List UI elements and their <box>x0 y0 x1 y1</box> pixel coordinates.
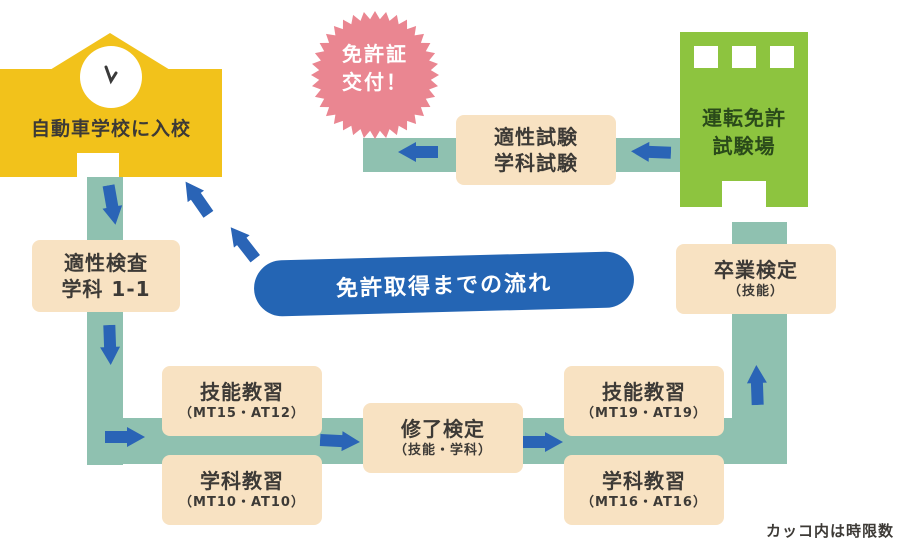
step-study-lessons-1: 学科教習 （MT10・AT10） <box>162 455 322 525</box>
step-exam-line2: 学科試験 <box>494 151 578 175</box>
step-study-lessons-2: 学科教習 （MT16・AT16） <box>564 455 724 525</box>
step-skill-lessons-1: 技能教習 （MT15・AT12） <box>162 366 322 436</box>
clock-icon <box>80 46 142 108</box>
building-window <box>694 46 718 68</box>
step-completion-test: 修了検定 （技能・学科） <box>363 403 523 473</box>
flow-path-segment <box>87 175 123 465</box>
step-skill2-sub: （MT19・AT19） <box>581 406 707 421</box>
building-door <box>722 181 766 207</box>
arrow-up-left <box>177 176 216 220</box>
center-label-line2: 試験場 <box>712 134 776 158</box>
arrow-up <box>746 365 767 406</box>
stamp-line1: 免許証 <box>342 42 408 66</box>
arrow-right <box>319 430 361 452</box>
step-skill1-title: 技能教習 <box>200 380 284 404</box>
building-window <box>770 46 794 68</box>
step-graduation-title: 卒業検定 <box>714 258 798 282</box>
step-skill2-title: 技能教習 <box>602 380 686 404</box>
step-study2-sub: （MT16・AT16） <box>581 495 707 510</box>
step-aptitude-line2: 学科 1-1 <box>61 277 151 301</box>
step-completion-sub: （技能・学科） <box>393 443 492 458</box>
footnote: カッコ内は時限数 <box>765 522 894 540</box>
step-study1-sub: （MT10・AT10） <box>179 495 305 510</box>
step-skill1-sub: （MT15・AT12） <box>179 406 305 421</box>
arrow-left <box>631 141 672 162</box>
step-aptitude-test: 適性検査 学科 1-1 <box>32 240 180 312</box>
arrow-up-left <box>223 221 263 265</box>
step-study1-title: 学科教習 <box>200 469 284 493</box>
center-label-line1: 運転免許 <box>702 106 786 130</box>
step-skill-lessons-2: 技能教習 （MT19・AT19） <box>564 366 724 436</box>
title-banner-text: 免許取得までの流れ <box>335 271 553 302</box>
step-aptitude-line1: 適性検査 <box>64 251 148 275</box>
title-banner: 免許取得までの流れ <box>253 251 635 317</box>
step-completion-title: 修了検定 <box>401 417 485 441</box>
step-graduation-sub: （技能） <box>727 284 784 299</box>
stamp-line2: 交付！ <box>342 70 408 94</box>
license-center-building: 運転免許 試験場 <box>680 32 808 207</box>
arrow-down <box>99 184 126 227</box>
stamp-badge <box>311 11 439 139</box>
step-graduation-test: 卒業検定 （技能） <box>676 244 836 314</box>
step-exam-line1: 適性試験 <box>494 125 578 149</box>
school-label: 自動車学校に入校 <box>30 118 191 140</box>
step-exam: 適性試験 学科試験 <box>456 115 616 185</box>
arrow-right <box>105 427 145 447</box>
arrow-down <box>99 324 121 366</box>
building-window <box>732 46 756 68</box>
arrow-left <box>398 142 438 162</box>
arrow-right <box>523 432 563 452</box>
step-study2-title: 学科教習 <box>602 469 686 493</box>
